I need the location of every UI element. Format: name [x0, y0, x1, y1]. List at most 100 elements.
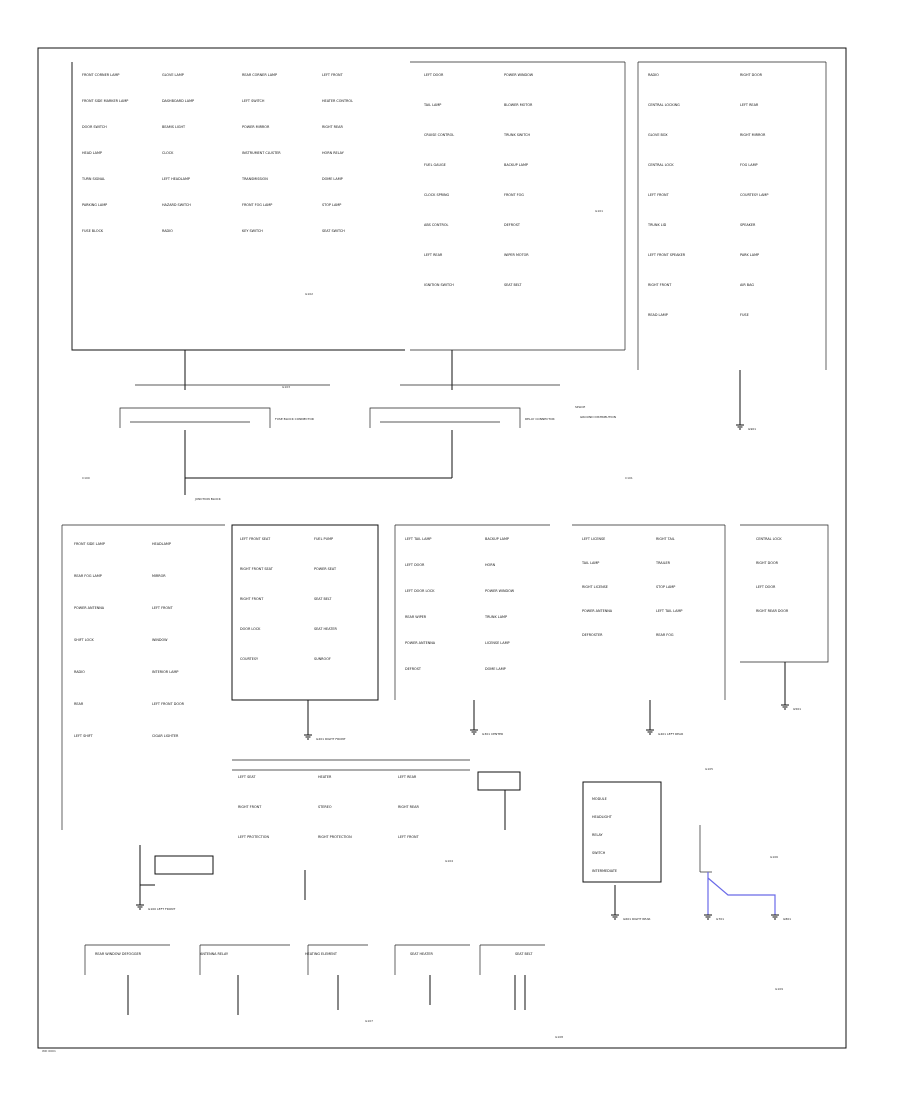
component-label: POWER WINDOW: [485, 589, 515, 593]
component-label: POWER SEAT: [314, 567, 337, 571]
component-label: TRUNK LAMP: [484, 615, 507, 619]
ground-label: G201 RIGHT FRONT: [316, 737, 346, 741]
ground-label: G401 LEFT REAR: [658, 732, 683, 736]
component-label: POWER ANTENNA: [405, 641, 436, 645]
ground-g2: G201 RIGHT FRONT: [304, 734, 346, 741]
component-label: RIGHT FRONT: [240, 597, 264, 601]
component-label: HEADLIGHT: [592, 815, 613, 819]
component-label: FRONT CORNER LAMP: [82, 73, 119, 77]
component-label: RIGHT DOOR: [756, 561, 779, 565]
code-bottom-c: G109: [775, 987, 783, 991]
component-label: REAR WIPER: [405, 615, 427, 619]
component-label: RADIO: [74, 670, 85, 674]
component-label: CLOCK SPRING: [424, 193, 450, 197]
component-label: PARKING LAMP: [82, 203, 107, 207]
mid-right-labels: CENTRAL LOCK RIGHT DOOR LEFT DOOR RIGHT REA…: [756, 537, 789, 613]
component-label: TRUNK LID: [647, 223, 667, 227]
bottom-component-label: SEAT HEATER: [410, 952, 433, 956]
component-label: LEFT TAIL LAMP: [405, 537, 431, 541]
code-sub-left: G104: [445, 859, 453, 863]
component-label: BLOWER MOTOR: [504, 103, 533, 107]
code-top-center: G101: [595, 209, 603, 213]
component-label: BEAMS LIGHT: [162, 125, 186, 129]
mid-left-block: [61, 524, 225, 830]
ground-label: G501: [793, 707, 801, 711]
component-label: LEFT LICENSE: [582, 537, 605, 541]
ground-g5: G501: [781, 704, 801, 711]
component-label: WINDOW: [152, 638, 168, 642]
component-label: KEY SWITCH: [242, 229, 263, 233]
component-label: TRUNK SWITCH: [503, 133, 530, 137]
component-label: HEADLAMP: [152, 542, 171, 546]
component-label: POWER ANTENNA: [582, 609, 613, 613]
component-label: ABS CONTROL: [424, 223, 448, 227]
component-label: HAZARD SWITCH: [162, 203, 191, 207]
component-label: FRONT SIDE MARKER LAMP: [82, 99, 128, 103]
footer-code: WD 0001: [42, 1049, 56, 1053]
component-label: LEFT FRONT SPEAKER: [648, 253, 686, 257]
component-label: MODULE: [592, 797, 607, 801]
component-label: INTERIOR LAMP: [152, 670, 178, 674]
component-label: RIGHT REAR DOOR: [756, 609, 789, 613]
mid-center-right-block: [572, 524, 726, 700]
code-top-right: G103: [282, 385, 290, 389]
component-label: TRAILER: [655, 561, 671, 565]
ground-label: G601 RIGHT REAR: [623, 917, 650, 921]
mid-right-block: [740, 524, 829, 663]
ground-icon: [611, 914, 619, 920]
component-label: READ LAMP: [648, 313, 668, 317]
component-label: INTERMEDIATE: [592, 869, 617, 873]
component-label: FUEL GAUGE: [424, 163, 446, 167]
component-label: LEFT FRONT DOOR: [152, 702, 185, 706]
component-label: REAR FOG: [656, 633, 674, 637]
ground-icon: [771, 914, 779, 920]
ground-g8: G801: [771, 914, 791, 921]
ground-icon: [704, 914, 712, 920]
component-label: LEFT DOOR: [756, 585, 776, 589]
component-label: COURTESY LAMP: [740, 193, 768, 197]
component-label: HEAD LAMP: [82, 151, 102, 155]
component-label: LEFT SEAT: [238, 775, 256, 779]
component-label: SUNROOF: [314, 657, 331, 661]
component-label: LEFT SWITCH: [242, 99, 265, 103]
component-label: REAR: [74, 702, 84, 706]
component-label: STOP LAMP: [656, 585, 675, 589]
ground-icon: [736, 424, 744, 430]
splice-wires: [184, 430, 453, 495]
component-label: DOME LAMP: [322, 177, 343, 181]
connector-label-4: JUNCTION BLOCK: [194, 497, 222, 501]
ground-label: G701: [716, 917, 724, 921]
component-label: FOG LAMP: [740, 163, 758, 167]
ground-label: G100 LEFT FRONT: [148, 907, 175, 911]
component-label: LEFT DOOR: [424, 73, 444, 77]
component-label: HORN: [485, 563, 496, 567]
component-label: POWER WINDOW: [504, 73, 534, 77]
component-label: LEFT DOOR LOCK: [405, 589, 435, 593]
component-label: TAIL LAMP: [423, 103, 441, 107]
component-label: LEFT HEADLAMP: [162, 177, 190, 181]
component-label: LEFT PROTECTION: [238, 835, 269, 839]
ground-g4: G401 LEFT REAR: [646, 729, 683, 736]
component-label: LEFT FRONT SEAT: [240, 537, 271, 541]
component-label: LEFT SHIFT: [74, 734, 94, 738]
top-center-block: [410, 61, 626, 351]
component-label: CENTRAL LOCK: [756, 537, 782, 541]
component-label: GLOVE BOX: [648, 133, 668, 137]
component-label: COURTESY: [240, 657, 259, 661]
component-label: DEFROSTER: [582, 633, 603, 637]
component-label: RIGHT FRONT: [648, 283, 672, 287]
component-label: LEFT FRONT: [152, 606, 174, 610]
ground-g9: G901: [736, 424, 756, 431]
component-label: POWER ANTENNA: [74, 606, 105, 610]
component-label: POWER MIRROR: [242, 125, 270, 129]
ground-label: G801: [783, 917, 791, 921]
component-label: FUSE BLOCK: [82, 229, 104, 233]
